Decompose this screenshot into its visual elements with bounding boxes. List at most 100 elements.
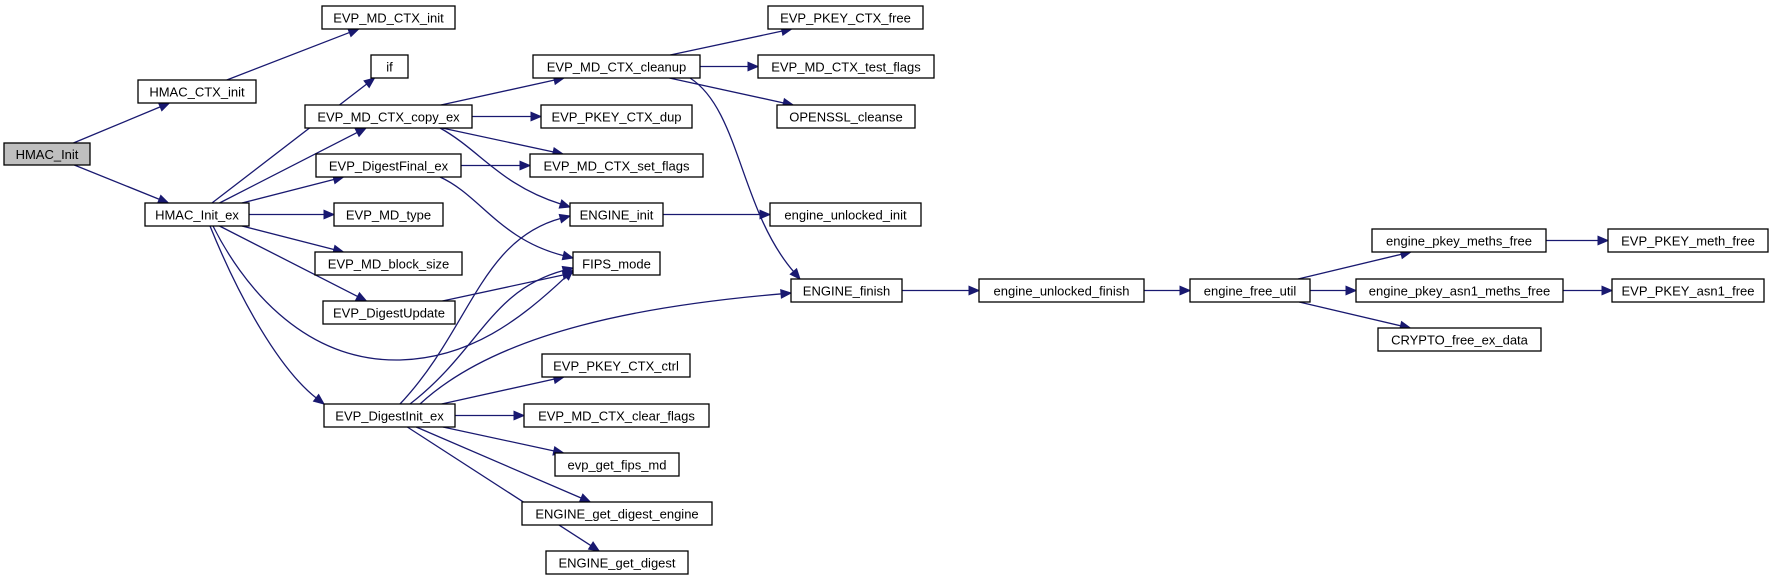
edge-evp-md-ctx-cleanup-to-engine-finish-arrowhead: [789, 267, 801, 280]
node-label-evp-md-ctx-clear-flags: EVP_MD_CTX_clear_flags: [538, 409, 695, 424]
edge-evp-digestupdate-to-fips-mode: [442, 274, 565, 302]
node-engine-pkey-meths-free[interactable]: engine_pkey_meths_free: [1371, 228, 1547, 253]
node-crypto-free-ex-data[interactable]: CRYPTO_free_ex_data: [1377, 327, 1542, 352]
node-evp-pkey-asn1-free[interactable]: EVP_PKEY_asn1_free: [1611, 278, 1765, 303]
edge-hmac-init-to-hmac-ctx-init-arrowhead: [157, 102, 171, 112]
edge-evp-digestinit-ex-to-evp-md-ctx-clear-flags-arrowhead: [513, 410, 526, 421]
node-label-evp-md-ctx-init: EVP_MD_CTX_init: [333, 11, 444, 26]
edge-hmac-init-ex-to-evp-md-ctx-copy-ex: [219, 131, 359, 204]
node-evp-pkey-ctx-free[interactable]: EVP_PKEY_CTX_free: [767, 5, 924, 30]
node-evp-digestinit-ex[interactable]: EVP_DigestInit_ex: [323, 403, 456, 428]
node-box-evp-pkey-ctx-dup: [540, 104, 693, 129]
edge-hmac-init-ex-to-fips-mode: [212, 225, 567, 361]
edge-hmac-init-to-hmac-init-ex: [74, 164, 161, 201]
node-evp-md-ctx-clear-flags[interactable]: EVP_MD_CTX_clear_flags: [523, 403, 710, 428]
node-evp-md-type[interactable]: EVP_MD_type: [333, 202, 444, 227]
edge-engine-finish-to-engine-unlocked-finish-arrowhead: [968, 285, 981, 296]
node-evp-md-ctx-set-flags[interactable]: EVP_MD_CTX_set_flags: [529, 153, 704, 178]
node-evp-md-ctx-cleanup[interactable]: EVP_MD_CTX_cleanup: [532, 54, 701, 79]
edge-engine-pkey-asn1-meths-free-to-evp-pkey-asn1-free-arrowhead: [1601, 285, 1614, 296]
node-evp-md-ctx-copy-ex[interactable]: EVP_MD_CTX_copy_ex: [304, 104, 473, 129]
node-label-evp-md-ctx-cleanup: EVP_MD_CTX_cleanup: [547, 60, 686, 75]
node-evp-digestfinal-ex[interactable]: EVP_DigestFinal_ex: [315, 153, 462, 178]
edge-engine-free-util-to-crypto-free-ex-data: [1299, 301, 1402, 327]
node-engine-init[interactable]: ENGINE_init: [569, 202, 664, 227]
node-evp-pkey-meth-free[interactable]: EVP_PKEY_meth_free: [1607, 228, 1769, 253]
node-evp-md-block-size[interactable]: EVP_MD_block_size: [314, 251, 463, 276]
edge-hmac-init-ex-to-evp-md-type-arrowhead: [323, 209, 336, 220]
node-label-engine-unlocked-init: engine_unlocked_init: [784, 208, 907, 223]
node-label-engine-free-util: engine_free_util: [1204, 284, 1297, 299]
node-label-engine-get-digest: ENGINE_get_digest: [558, 556, 675, 571]
node-box-evp-get-fips-md: [554, 452, 680, 477]
node-label-evp-pkey-asn1-free: EVP_PKEY_asn1_free: [1622, 284, 1755, 299]
node-box-engine-unlocked-init: [769, 202, 922, 227]
edge-evp-md-ctx-copy-ex-to-evp-md-ctx-cleanup: [440, 79, 556, 106]
node-box-openssl-cleanse: [776, 104, 916, 129]
node-openssl-cleanse[interactable]: OPENSSL_cleanse: [776, 104, 916, 129]
node-evp-digestupdate[interactable]: EVP_DigestUpdate: [322, 300, 456, 325]
node-engine-finish[interactable]: ENGINE_finish: [790, 278, 903, 303]
edge-hmac-init-to-hmac-ctx-init: [73, 105, 162, 144]
node-engine-get-digest-engine[interactable]: ENGINE_get_digest_engine: [521, 501, 713, 526]
edge-hmac-init-ex-to-evp-digestinit-ex: [209, 225, 318, 400]
edge-evp-digestfinal-ex-to-fips-mode-arrowhead: [561, 250, 575, 261]
node-label-openssl-cleanse: OPENSSL_cleanse: [789, 110, 902, 125]
edge-engine-free-util-to-engine-pkey-asn1-meths-free-arrowhead: [1345, 285, 1358, 296]
node-engine-free-util[interactable]: engine_free_util: [1189, 278, 1311, 303]
edge-evp-digestinit-ex-to-evp-pkey-ctx-ctrl: [441, 378, 556, 405]
node-box-evp-md-ctx-cleanup: [532, 54, 701, 79]
node-box-evp-md-ctx-clear-flags: [523, 403, 710, 428]
edge-layer: [73, 26, 1614, 552]
edge-evp-digestinit-ex-to-engine-finish: [419, 293, 783, 405]
node-label-evp-get-fips-md: evp_get_fips_md: [567, 458, 666, 473]
edge-evp-digestinit-ex-to-engine-get-digest-engine: [415, 426, 583, 499]
node-evp-md-ctx-test-flags[interactable]: EVP_MD_CTX_test_flags: [757, 54, 935, 79]
edge-hmac-init-to-hmac-init-ex-arrowhead: [156, 194, 170, 204]
node-box-if: [370, 54, 409, 79]
node-box-evp-md-ctx-set-flags: [529, 153, 704, 178]
edge-hmac-init-ex-to-evp-md-block-size: [241, 225, 335, 251]
node-evp-pkey-ctx-dup[interactable]: EVP_PKEY_CTX_dup: [540, 104, 693, 129]
node-box-crypto-free-ex-data: [1377, 327, 1542, 352]
edge-evp-md-ctx-cleanup-to-evp-md-ctx-test-flags-arrowhead: [747, 61, 760, 72]
node-label-evp-md-ctx-set-flags: EVP_MD_CTX_set_flags: [544, 159, 690, 174]
edge-evp-digestinit-ex-to-fips-mode-arrowhead: [561, 265, 575, 276]
edge-engine-init-to-engine-unlocked-init-arrowhead: [759, 209, 772, 220]
node-label-fips-mode: FIPS_mode: [582, 257, 651, 272]
node-box-evp-digestupdate: [322, 300, 456, 325]
node-evp-pkey-ctx-ctrl[interactable]: EVP_PKEY_CTX_ctrl: [541, 353, 691, 378]
edge-evp-digestinit-ex-to-engine-get-digest-arrowhead: [587, 541, 601, 552]
node-label-evp-digestfinal-ex: EVP_DigestFinal_ex: [329, 159, 449, 174]
node-hmac-ctx-init[interactable]: HMAC_CTX_init: [137, 79, 257, 104]
node-engine-pkey-asn1-meths-free[interactable]: engine_pkey_asn1_meths_free: [1355, 278, 1564, 303]
node-box-evp-pkey-asn1-free: [1611, 278, 1765, 303]
node-engine-get-digest[interactable]: ENGINE_get_digest: [545, 550, 689, 575]
edge-evp-digestfinal-ex-to-fips-mode: [439, 176, 565, 257]
node-layer: HMAC_InitHMAC_CTX_initHMAC_Init_exEVP_MD…: [3, 5, 1769, 575]
node-box-engine-get-digest: [545, 550, 689, 575]
node-label-evp-pkey-ctx-free: EVP_PKEY_CTX_free: [780, 11, 911, 26]
node-box-engine-unlocked-finish: [978, 278, 1145, 303]
node-label-hmac-init-ex: HMAC_Init_ex: [155, 208, 239, 223]
node-box-evp-digestfinal-ex: [315, 153, 462, 178]
node-evp-get-fips-md[interactable]: evp_get_fips_md: [554, 452, 680, 477]
node-label-engine-unlocked-finish: engine_unlocked_finish: [994, 284, 1130, 299]
node-if[interactable]: if: [370, 54, 409, 79]
edge-evp-digestinit-ex-to-engine-finish-arrowhead: [780, 288, 793, 299]
node-label-engine-init: ENGINE_init: [580, 208, 654, 223]
node-engine-unlocked-init[interactable]: engine_unlocked_init: [769, 202, 922, 227]
edge-hmac-init-ex-to-evp-digestupdate: [219, 225, 359, 298]
node-hmac-init[interactable]: HMAC_Init: [3, 142, 91, 166]
node-box-engine-get-digest-engine: [521, 501, 713, 526]
node-box-evp-md-block-size: [314, 251, 463, 276]
node-engine-unlocked-finish[interactable]: engine_unlocked_finish: [978, 278, 1145, 303]
node-fips-mode[interactable]: FIPS_mode: [572, 251, 661, 276]
node-evp-md-ctx-init[interactable]: EVP_MD_CTX_init: [321, 5, 456, 30]
edge-evp-digestfinal-ex-to-evp-md-ctx-set-flags-arrowhead: [519, 160, 532, 171]
node-hmac-init-ex[interactable]: HMAC_Init_ex: [144, 202, 250, 227]
edge-hmac-init-ex-to-evp-digestfinal-ex: [241, 178, 335, 204]
node-box-evp-pkey-ctx-free: [767, 5, 924, 30]
node-box-evp-md-ctx-copy-ex: [304, 104, 473, 129]
